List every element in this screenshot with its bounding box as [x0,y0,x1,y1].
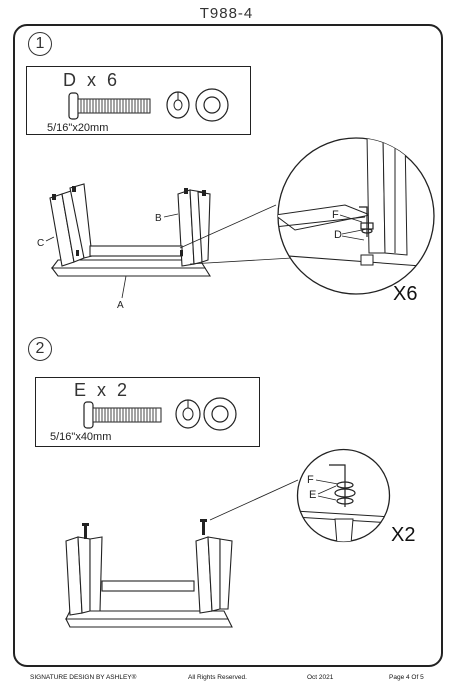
part-times: x [97,380,110,400]
part-letter: D [63,70,79,90]
footer-rights: All Rights Reserved. [188,674,247,681]
part-times: x [87,70,100,90]
lock-washer-icon [166,91,190,119]
label-b: B [155,213,162,224]
part-d-size: 5/16"x20mm [47,122,109,134]
model-number: T988-4 [199,5,254,22]
label-a: A [117,300,124,311]
multiplier-x2: X2 [391,524,416,546]
part-d-box: D x 6 5/16"x20mm [26,66,251,135]
step-1-number: 1 [28,32,52,56]
detail-label-e: E [309,489,317,501]
detail-label-d: D [334,229,342,241]
instruction-frame [13,24,443,667]
label-c: C [37,238,45,249]
table-assembly-drawing-step2 [65,519,233,628]
part-e-size: 5/16"x40mm [50,431,112,443]
footer-page: Page 4 Of 5 [389,674,424,681]
footer-date: Oct 2021 [307,674,334,681]
part-count: 6 [107,70,121,90]
part-e-title: E x 2 [74,380,130,401]
part-d-title: D x 6 [63,70,120,91]
lock-washer-icon [175,399,201,429]
flat-washer-icon [195,88,229,122]
part-letter: E [74,380,90,400]
bolt-e-icon [83,401,162,429]
detail-circle-step1 [277,137,435,295]
step-2-number: 2 [28,337,52,361]
multiplier-x6: X6 [393,283,418,305]
detail-label-f: F [332,209,339,221]
bolt-d-icon [68,92,151,120]
table-assembly-drawing-step1 [49,183,211,277]
part-e-box: E x 2 5/16"x40mm [35,377,260,447]
footer-brand: SIGNATURE DESIGN BY ASHLEY® [30,674,137,681]
part-count: 2 [117,380,131,400]
flat-washer-icon [203,397,237,431]
detail-circle-step2 [296,448,391,543]
detail-label-f: F [307,474,314,486]
